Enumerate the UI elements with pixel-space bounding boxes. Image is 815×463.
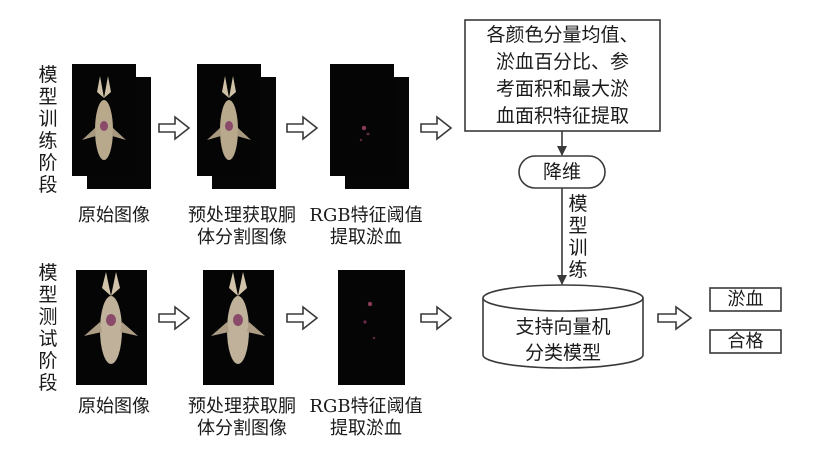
test-caption-segment: 预处理获取胴 体分割图像 (188, 396, 296, 439)
train-caption-original: 原始图像 (78, 205, 150, 226)
output-box-pass (709, 329, 782, 354)
hollow-arrow-train-2 (286, 115, 319, 141)
test-caption-original: 原始图像 (78, 396, 150, 417)
train-rgb-bruise-spots (359, 125, 370, 142)
output-pass-text: 合格 (727, 331, 764, 352)
test-rgb-bruise-spots (363, 301, 376, 340)
training-stage-label: 模 型 训 练 阶 段 (38, 64, 58, 196)
train-caption-segment: 预处理获取胴 体分割图像 (188, 205, 296, 248)
output-box-bruise (709, 287, 782, 312)
hollow-arrow-test-3 (420, 305, 453, 331)
hollow-arrow-to-output (657, 305, 693, 331)
train-rgb-image (330, 64, 394, 176)
test-segmented-carcass-icon (211, 272, 265, 364)
train-edge-label: 模 型 训 练 (568, 193, 588, 281)
hollow-arrow-test-2 (286, 305, 319, 331)
hollow-arrow-train-3 (420, 115, 453, 141)
train-original-carcass-icon (82, 76, 126, 160)
svm-box-text: 支持向量机 分类模型 (515, 316, 611, 364)
test-caption-rgb: RGB特征阈值 提取淤血 (309, 396, 423, 439)
svm-cylinder (482, 284, 644, 369)
hollow-arrow-test-1 (158, 305, 191, 331)
reduce-box-text: 降维 (542, 161, 581, 183)
train-caption-rgb: RGB特征阈值 提取淤血 (309, 205, 423, 248)
train-segmented-carcass-icon (207, 76, 251, 160)
output-bruise-text: 淤血 (727, 289, 764, 310)
testing-stage-label: 模 型 测 试 阶 段 (38, 262, 58, 394)
features-box-text: 各颜色分量均值、 淤血百分比、参 考面积和最大淤 血面积特征提取 (486, 24, 639, 127)
test-original-carcass-icon (84, 272, 138, 364)
features-box (464, 19, 661, 132)
test-rgb-image (338, 270, 405, 385)
hollow-arrow-train-1 (158, 115, 191, 141)
